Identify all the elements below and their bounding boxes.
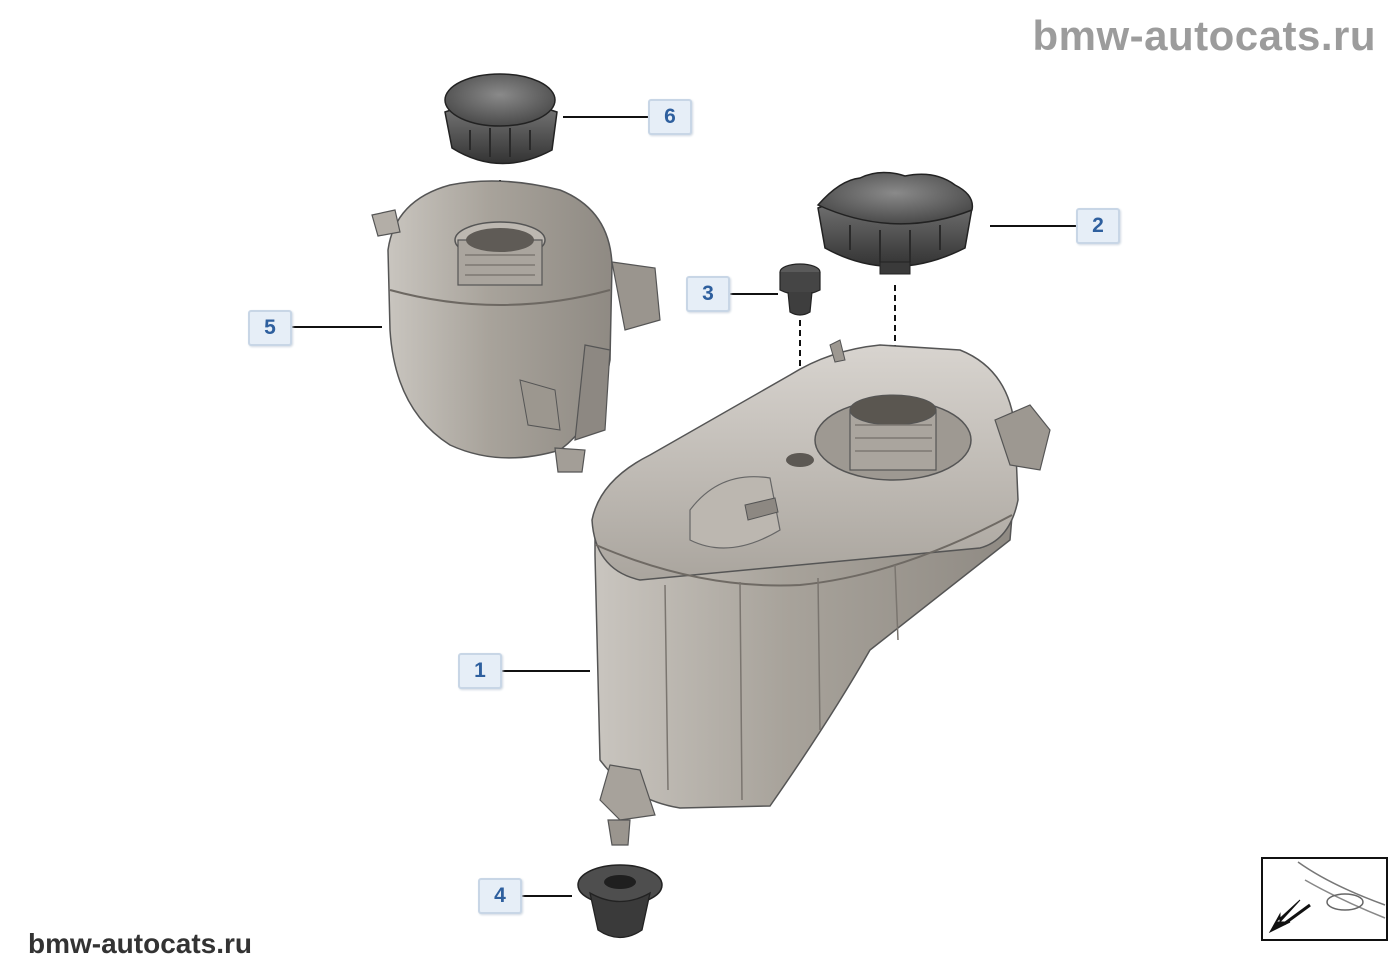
callout-6[interactable]: 6 [648, 99, 692, 135]
watermark-bottom: bmw-autocats.ru [28, 928, 253, 959]
part-2-cap [816, 171, 974, 275]
callout-4[interactable]: 4 [478, 878, 522, 914]
callout-1[interactable]: 1 [458, 653, 502, 689]
callout-2[interactable]: 2 [1076, 208, 1120, 244]
callout-3[interactable]: 3 [686, 276, 730, 312]
part-5-reservoir [371, 180, 661, 473]
part-6-cap [444, 73, 558, 165]
part-1-expansion-tank [591, 339, 1051, 846]
watermark-top: bmw-autocats.ru [1032, 12, 1376, 59]
part-3-plug [779, 263, 821, 316]
car-orientation-icon [1261, 857, 1388, 941]
part-4-grommet [577, 864, 663, 939]
callout-5[interactable]: 5 [248, 310, 292, 346]
